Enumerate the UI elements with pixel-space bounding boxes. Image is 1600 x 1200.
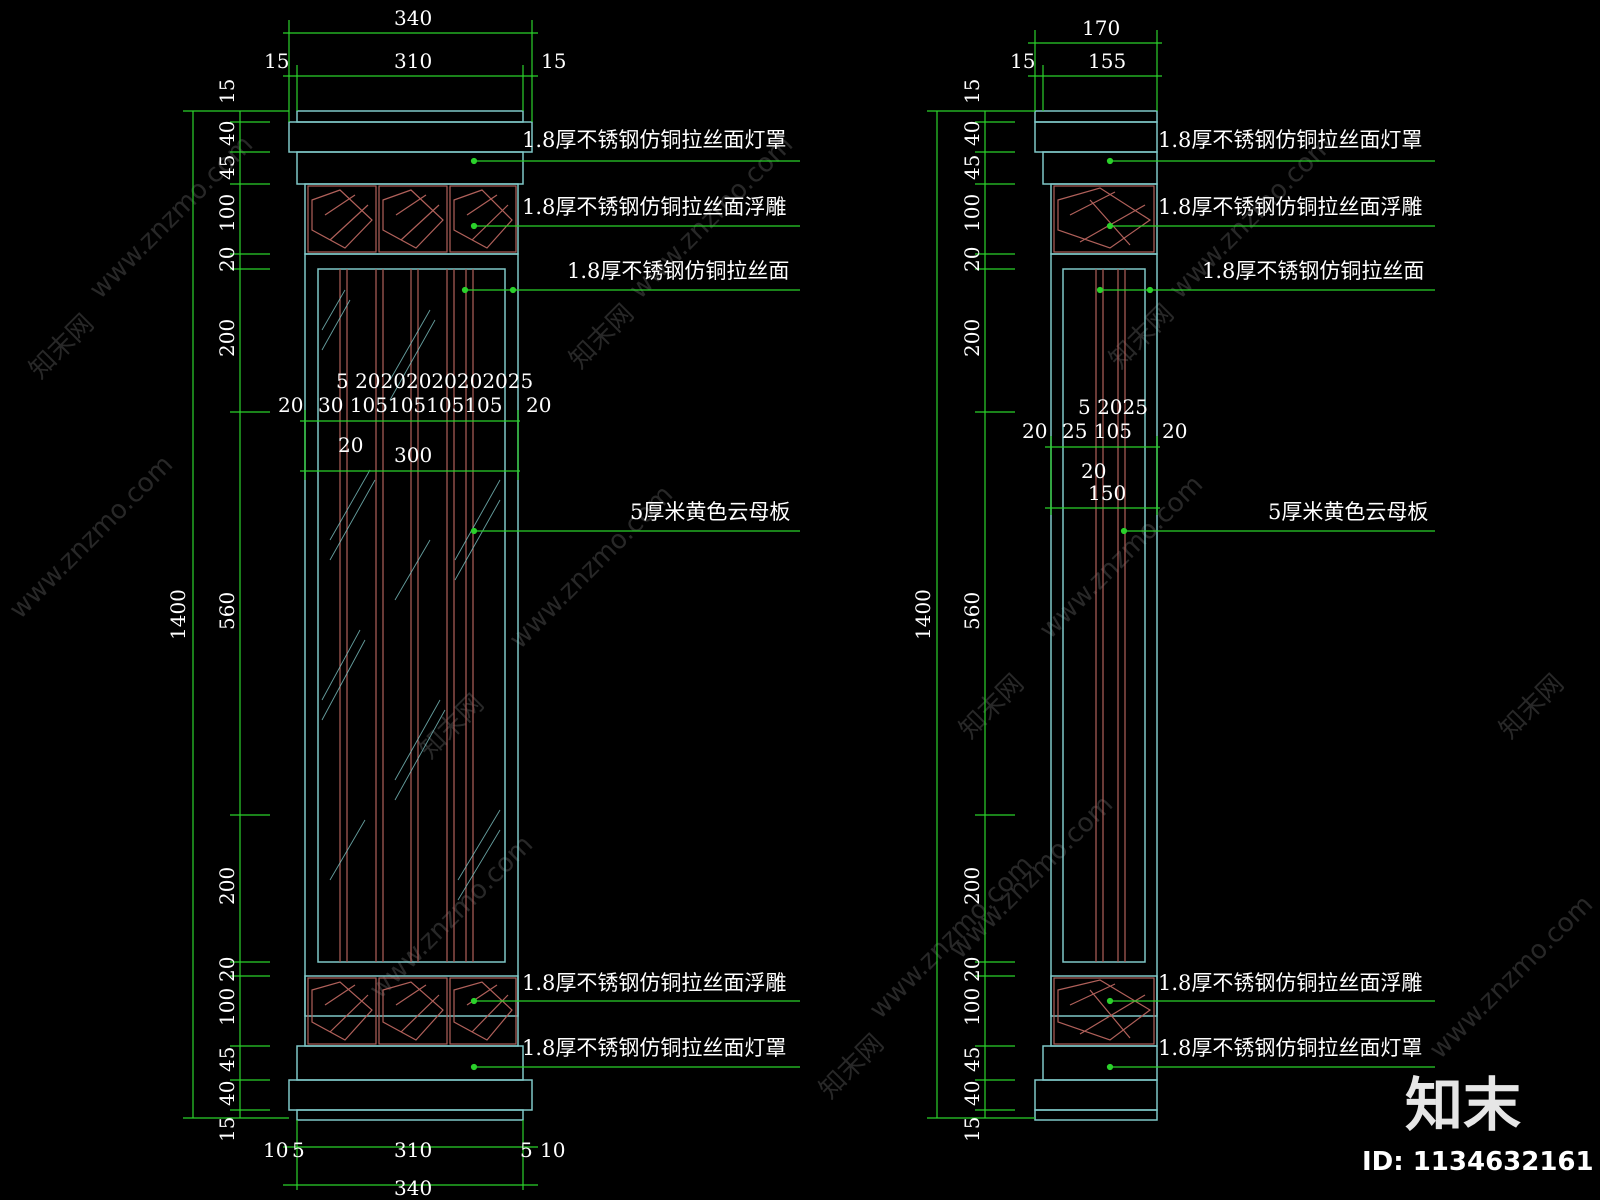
label-panel: 1.8厚不锈钢仿铜拉丝面 <box>567 259 789 283</box>
dim-v11: 40 <box>960 1081 984 1106</box>
dim-v10: 45 <box>215 1047 239 1072</box>
dim-v4: 20 <box>215 247 239 272</box>
left-elevation: 340 310 15 15 10 5 310 5 10 340 1400 15 … <box>166 6 800 1200</box>
dim-mid-upper-row: 5 2025 <box>1078 395 1148 419</box>
label-top-lamp: 1.8厚不锈钢仿铜拉丝面灯罩 <box>1158 128 1422 152</box>
dim-v1: 40 <box>215 121 239 146</box>
leader-lines <box>461 157 800 1071</box>
dim-v5: 200 <box>960 319 984 357</box>
dim-v3: 100 <box>960 194 984 232</box>
dim-v0: 15 <box>215 79 239 104</box>
label-bottom-lamp: 1.8厚不锈钢仿铜拉丝面灯罩 <box>522 1036 786 1060</box>
dim-v11: 40 <box>215 1081 239 1106</box>
dim-bottom-b: 5 <box>292 1138 305 1162</box>
leader-lines <box>1096 157 1435 1071</box>
dim-top-side-left: 15 <box>1010 49 1035 73</box>
label-top-lamp: 1.8厚不锈钢仿铜拉丝面灯罩 <box>522 128 786 152</box>
dim-top-total: 170 <box>1082 16 1120 40</box>
relief-carving-top <box>307 185 517 253</box>
dim-v1: 40 <box>960 121 984 146</box>
dim-bottom-a: 10 <box>263 1138 288 1162</box>
watermark-url: www.znzmo.com <box>4 450 179 625</box>
watermark-url: www.znzmo.com <box>364 830 539 1005</box>
dim-v9: 100 <box>215 988 239 1026</box>
dim-overall-height: 1400 <box>911 589 935 640</box>
dim-bottom-c: 5 <box>520 1138 533 1162</box>
watermark-text: 知末网 <box>1104 299 1180 375</box>
watermark-text: 知末网 <box>1494 669 1570 745</box>
label-top-relief: 1.8厚不锈钢仿铜拉丝面浮雕 <box>522 195 786 219</box>
brand-logo: 知末 <box>1405 1071 1521 1139</box>
dim-v12: 15 <box>960 1117 984 1142</box>
dim-mid-under: 20 <box>338 433 363 457</box>
dim-bottom-total: 340 <box>394 1176 432 1200</box>
label-bottom-relief: 1.8厚不锈钢仿铜拉丝面浮雕 <box>522 971 786 995</box>
label-top-relief: 1.8厚不锈钢仿铜拉丝面浮雕 <box>1158 195 1422 219</box>
dim-bottom-inner: 310 <box>394 1138 432 1162</box>
label-bottom-relief: 1.8厚不锈钢仿铜拉丝面浮雕 <box>1158 971 1422 995</box>
label-bottom-lamp: 1.8厚不锈钢仿铜拉丝面灯罩 <box>1158 1036 1422 1060</box>
watermark-text: 知末网 <box>564 299 640 375</box>
dim-v3: 100 <box>215 194 239 232</box>
dim-v10: 45 <box>960 1047 984 1072</box>
column-outline <box>288 110 533 1121</box>
dim-mid-left: 20 <box>1022 419 1047 443</box>
watermark-text: 知末网 <box>24 309 100 385</box>
watermark-text: 知末网 <box>814 1029 890 1105</box>
dimension-lines <box>927 30 1162 1119</box>
dim-v2: 45 <box>960 155 984 180</box>
dim-v0: 15 <box>960 79 984 104</box>
dim-mid-lower-row: 25 105 <box>1062 419 1132 443</box>
dim-top-side-right: 15 <box>541 49 566 73</box>
label-panel: 1.8厚不锈钢仿铜拉丝面 <box>1202 259 1424 283</box>
dim-top-side-left: 15 <box>264 49 289 73</box>
watermark-url: www.znzmo.com <box>1424 890 1599 1065</box>
label-mica: 5厚米黄色云母板 <box>1268 500 1428 524</box>
dim-v9: 100 <box>960 988 984 1026</box>
dim-top-inner: 310 <box>394 49 432 73</box>
column-outline <box>1034 110 1158 1121</box>
dim-v6: 560 <box>215 592 239 630</box>
dim-v4: 20 <box>960 247 984 272</box>
dim-v8: 20 <box>215 957 239 982</box>
dim-v12: 15 <box>215 1117 239 1142</box>
dim-v5: 200 <box>215 319 239 357</box>
image-id: ID: 1134632161 <box>1362 1147 1594 1177</box>
mica-glass-hatch <box>321 289 501 901</box>
dim-mid-width: 300 <box>394 443 432 467</box>
right-elevation: 170 155 15 1400 15 40 45 100 20 200 560 … <box>911 16 1435 1142</box>
dim-mid-upper-row: 5 20202020202025 <box>336 369 533 393</box>
brass-strips <box>339 269 474 962</box>
dim-v8: 20 <box>960 957 984 982</box>
dim-mid-lower-row: 30 105105105105 <box>318 393 503 417</box>
brass-strips <box>1095 269 1126 962</box>
dim-mid-width: 150 <box>1088 481 1126 505</box>
dim-mid-left: 20 <box>278 393 303 417</box>
dimension-lines <box>183 20 538 1190</box>
dim-bottom-d: 10 <box>540 1138 565 1162</box>
dim-mid-right: 20 <box>526 393 551 417</box>
dim-overall-height: 1400 <box>166 589 190 640</box>
label-mica: 5厚米黄色云母板 <box>630 500 790 524</box>
dim-top-inner: 155 <box>1088 49 1126 73</box>
watermark-text: 知末网 <box>954 669 1030 745</box>
relief-carving-bottom <box>307 977 517 1045</box>
dim-v2: 45 <box>215 155 239 180</box>
dim-mid-under: 20 <box>1081 459 1106 483</box>
relief-carving-bottom <box>1053 977 1155 1045</box>
relief-carving-top <box>1053 185 1155 253</box>
dim-v6: 560 <box>960 592 984 630</box>
dim-v7: 200 <box>215 867 239 905</box>
dim-v7: 200 <box>960 867 984 905</box>
dim-mid-right: 20 <box>1162 419 1187 443</box>
dim-top-total: 340 <box>394 6 432 30</box>
